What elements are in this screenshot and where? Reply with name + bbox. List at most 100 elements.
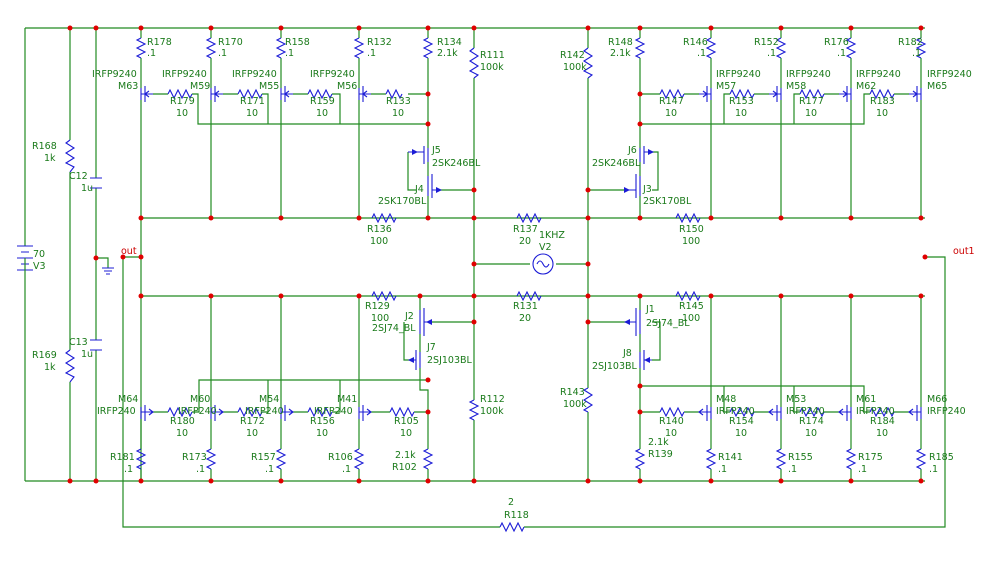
- label-IRFP9240-e: IRFP9240: [716, 69, 761, 80]
- label-R150-val: 100: [682, 236, 700, 247]
- label-R180-ref: R180: [170, 416, 195, 427]
- label-R169-val: 1k: [44, 362, 56, 373]
- label-R152-ref: R152: [754, 37, 779, 48]
- label-IRFP240-f: IRFP240: [786, 406, 825, 417]
- label-IRFP240-c: IRFP240: [245, 406, 284, 417]
- label-R168-ref: R168: [32, 141, 57, 152]
- label-J2-part: 2SJ74_BL: [372, 323, 416, 334]
- label-R174-ref: R174: [799, 416, 824, 427]
- label-J8-part: 2SJ103BL: [592, 361, 638, 372]
- label-R139-ref: R139: [648, 449, 673, 460]
- label-R175-val: .1: [858, 464, 867, 475]
- label-R181-ref: R181: [110, 452, 135, 463]
- label-R168-val: 1k: [44, 153, 56, 164]
- label-R171-val: 10: [246, 108, 258, 119]
- label-R155-ref: R155: [788, 452, 813, 463]
- label-R139-val: 2.1k: [648, 437, 669, 448]
- label-R118-ref: R118: [504, 510, 529, 521]
- label-R133-ref: R133: [386, 96, 411, 107]
- label-R157-ref: R157: [251, 452, 276, 463]
- label-J6: J6: [627, 145, 637, 156]
- label-M66: M66: [927, 394, 947, 405]
- label-M56: M56: [337, 81, 357, 92]
- label-R118-val: 2: [508, 497, 514, 508]
- label-out-left: out: [121, 246, 137, 257]
- label-R148-ref: R148: [608, 37, 633, 48]
- label-R150-ref: R150: [679, 224, 704, 235]
- label-M62: M62: [856, 81, 876, 92]
- label-J7-part: 2SJ103BL: [427, 355, 473, 366]
- label-IRFP240-h: IRFP240: [927, 406, 966, 417]
- label-M64: M64: [118, 394, 138, 405]
- label-R106-ref: R106: [328, 452, 353, 463]
- label-IRFP9240-g: IRFP9240: [856, 69, 901, 80]
- label-M54: M54: [259, 394, 279, 405]
- label-R153-val: 10: [735, 108, 747, 119]
- label-R112-val: 100k: [480, 406, 504, 417]
- label-R146-val: .1: [697, 48, 706, 59]
- label-IRFP240-b: IRFP240: [178, 406, 217, 417]
- label-R136-ref: R136: [367, 224, 392, 235]
- label-R140-ref: R140: [659, 416, 684, 427]
- label-R106-val: .1: [342, 464, 351, 475]
- label-R183-val: 10: [876, 108, 888, 119]
- label-R129-ref: R129: [365, 301, 390, 312]
- label-J5-part: 2SK246BL: [432, 158, 481, 169]
- label-M65: M65: [927, 81, 947, 92]
- label-V3-ref: V3: [33, 261, 46, 272]
- label-R172-val: 10: [246, 428, 258, 439]
- label-R179-val: 10: [176, 108, 188, 119]
- label-J3: J3: [642, 184, 652, 195]
- label-R180-val: 10: [176, 428, 188, 439]
- label-J5: J5: [431, 145, 441, 156]
- label-R157-val: .1: [265, 464, 274, 475]
- label-R137-val: 20: [519, 236, 531, 247]
- label-R178-val: .1: [147, 48, 156, 59]
- junction-dots: [67, 25, 928, 484]
- label-R171-ref: R171: [240, 96, 265, 107]
- label-R177-val: 10: [805, 108, 817, 119]
- label-M63: M63: [118, 81, 138, 92]
- label-R179-ref: R179: [170, 96, 195, 107]
- label-M61: M61: [856, 394, 876, 405]
- label-R169-ref: R169: [32, 350, 57, 361]
- label-C12-ref: C12: [69, 171, 88, 182]
- label-R111-val: 100k: [480, 62, 504, 73]
- label-R185-val: .1: [929, 464, 938, 475]
- label-IRFP9240-c: IRFP9240: [232, 69, 277, 80]
- label-R181-val: .1: [124, 464, 133, 475]
- label-IRFP240-e: IRFP240: [716, 406, 755, 417]
- label-R176-ref: R176: [824, 37, 849, 48]
- label-R175-ref: R175: [858, 452, 883, 463]
- label-R146-ref: R146: [683, 37, 708, 48]
- label-R174-val: 10: [805, 428, 817, 439]
- label-IRFP9240-h: IRFP9240: [927, 69, 972, 80]
- label-IRFP240-g: IRFP240: [856, 406, 895, 417]
- label-R158-val: .1: [285, 48, 294, 59]
- label-R147-ref: R147: [659, 96, 684, 107]
- label-M60: M60: [190, 394, 210, 405]
- label-R147-val: 10: [665, 108, 677, 119]
- label-C13-val: 1u: [81, 349, 93, 360]
- label-R142-ref: R142: [560, 50, 585, 61]
- label-R137-ref: R137: [513, 224, 538, 235]
- label-M59: M59: [190, 81, 210, 92]
- label-M55: M55: [259, 81, 279, 92]
- label-R105-ref: R105: [394, 416, 419, 427]
- label-R105-val: 10: [400, 428, 412, 439]
- label-IRFP9240-f: IRFP9240: [786, 69, 831, 80]
- label-R173-val: .1: [196, 464, 205, 475]
- label-IRFP240-d: IRFP240: [314, 406, 353, 417]
- label-J7: J7: [426, 342, 436, 353]
- label-R129-val: 100: [371, 313, 389, 324]
- label-R111-ref: R111: [480, 50, 505, 61]
- label-R177-ref: R177: [799, 96, 824, 107]
- label-R182-ref: R182: [898, 37, 923, 48]
- label-R170-ref: R170: [218, 37, 243, 48]
- label-R156-ref: R156: [310, 416, 335, 427]
- label-R184-val: 10: [876, 428, 888, 439]
- sources-and-caps: [17, 177, 554, 351]
- label-R153-ref: R153: [729, 96, 754, 107]
- label-J4-part: 2SK170BL: [378, 196, 427, 207]
